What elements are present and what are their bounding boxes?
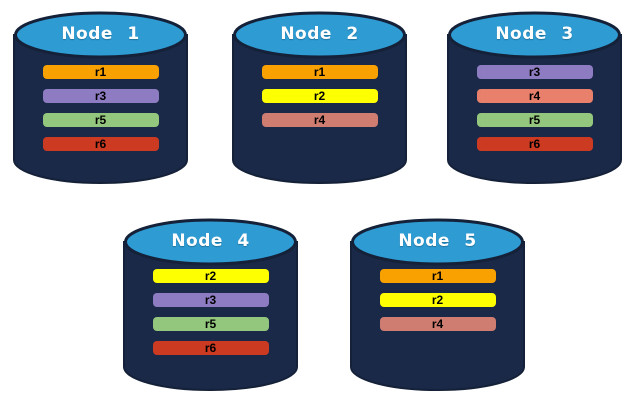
replica-bar-r6: r6	[152, 341, 269, 355]
node-1-cylinder: Node 1 r1 r3 r5 r6	[12, 9, 189, 187]
replica-bar-r5: r5	[476, 113, 593, 127]
replica-bar-r6: r6	[42, 137, 159, 151]
cylinder-top-shape	[351, 218, 524, 266]
cylinder-top-shape	[14, 11, 187, 59]
replica-list: r2 r3 r5 r6	[152, 269, 269, 355]
replica-list: r3 r4 r5 r6	[476, 65, 593, 151]
replica-bar-r2: r2	[152, 269, 269, 283]
replica-bar-r1: r1	[261, 65, 378, 79]
replica-list: r1 r2 r4	[379, 269, 496, 331]
replica-bar-r3: r3	[476, 65, 593, 79]
replica-list: r1 r2 r4	[261, 65, 378, 127]
node-title: Node 1	[61, 24, 140, 44]
replica-list: r1 r3 r5 r6	[42, 65, 159, 151]
replica-bar-r3: r3	[42, 89, 159, 103]
replica-bar-r3: r3	[152, 293, 269, 307]
replica-bar-r5: r5	[152, 317, 269, 331]
replica-bar-r2: r2	[261, 89, 378, 103]
replica-bar-r2: r2	[379, 293, 496, 307]
replica-bar-r4: r4	[379, 317, 496, 331]
replica-bar-r4: r4	[476, 89, 593, 103]
node-3-cylinder: Node 3 r3 r4 r5 r6	[446, 9, 623, 187]
node-4-cylinder: Node 4 r2 r3 r5 r6	[122, 216, 299, 394]
cylinder-top-shape	[448, 11, 621, 59]
node-title: Node 4	[171, 231, 250, 251]
node-title: Node 2	[280, 24, 359, 44]
node-5-cylinder: Node 5 r1 r2 r4	[349, 216, 526, 394]
replica-bar-r4: r4	[261, 113, 378, 127]
cylinder-top-shape	[124, 218, 297, 266]
cylinder-top-shape	[233, 11, 406, 59]
replica-bar-r6: r6	[476, 137, 593, 151]
node-title: Node 3	[495, 24, 574, 44]
replica-bar-r1: r1	[42, 65, 159, 79]
replica-bar-r1: r1	[379, 269, 496, 283]
node-2-cylinder: Node 2 r1 r2 r4	[231, 9, 408, 187]
replica-bar-r5: r5	[42, 113, 159, 127]
node-title: Node 5	[398, 231, 477, 251]
